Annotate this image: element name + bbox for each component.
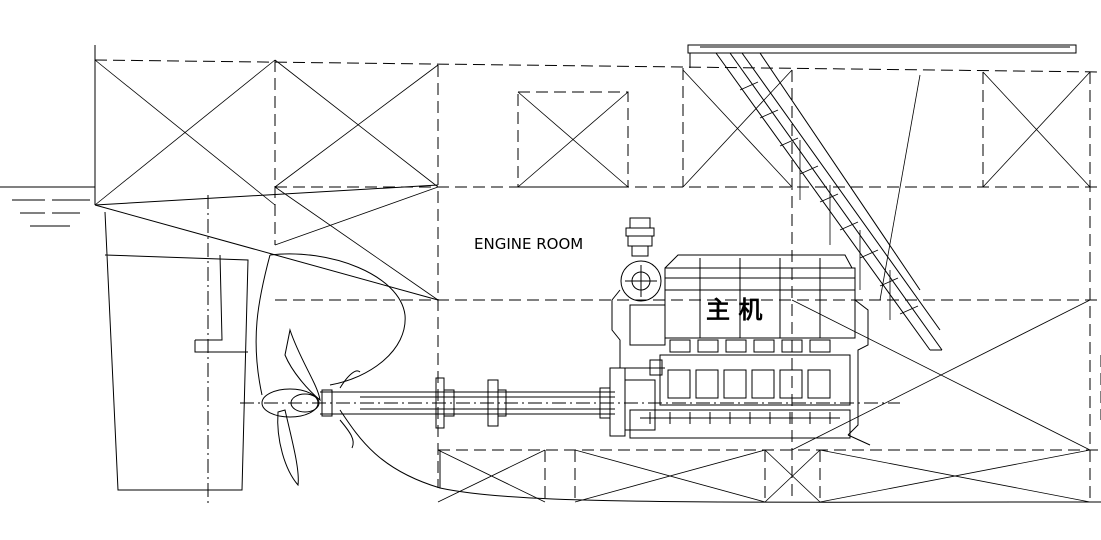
main-engine <box>609 217 871 446</box>
compartment-framework <box>94 59 1101 502</box>
hull-stern <box>94 45 1101 503</box>
propeller <box>261 328 361 487</box>
cross-braces <box>94 59 1091 503</box>
engine-room-label: ENGINE ROOM <box>474 235 583 253</box>
shaft-line <box>240 377 900 429</box>
main-engine-label: 主 机 <box>706 296 762 324</box>
waterline <box>0 186 95 227</box>
stairway <box>687 44 1077 351</box>
